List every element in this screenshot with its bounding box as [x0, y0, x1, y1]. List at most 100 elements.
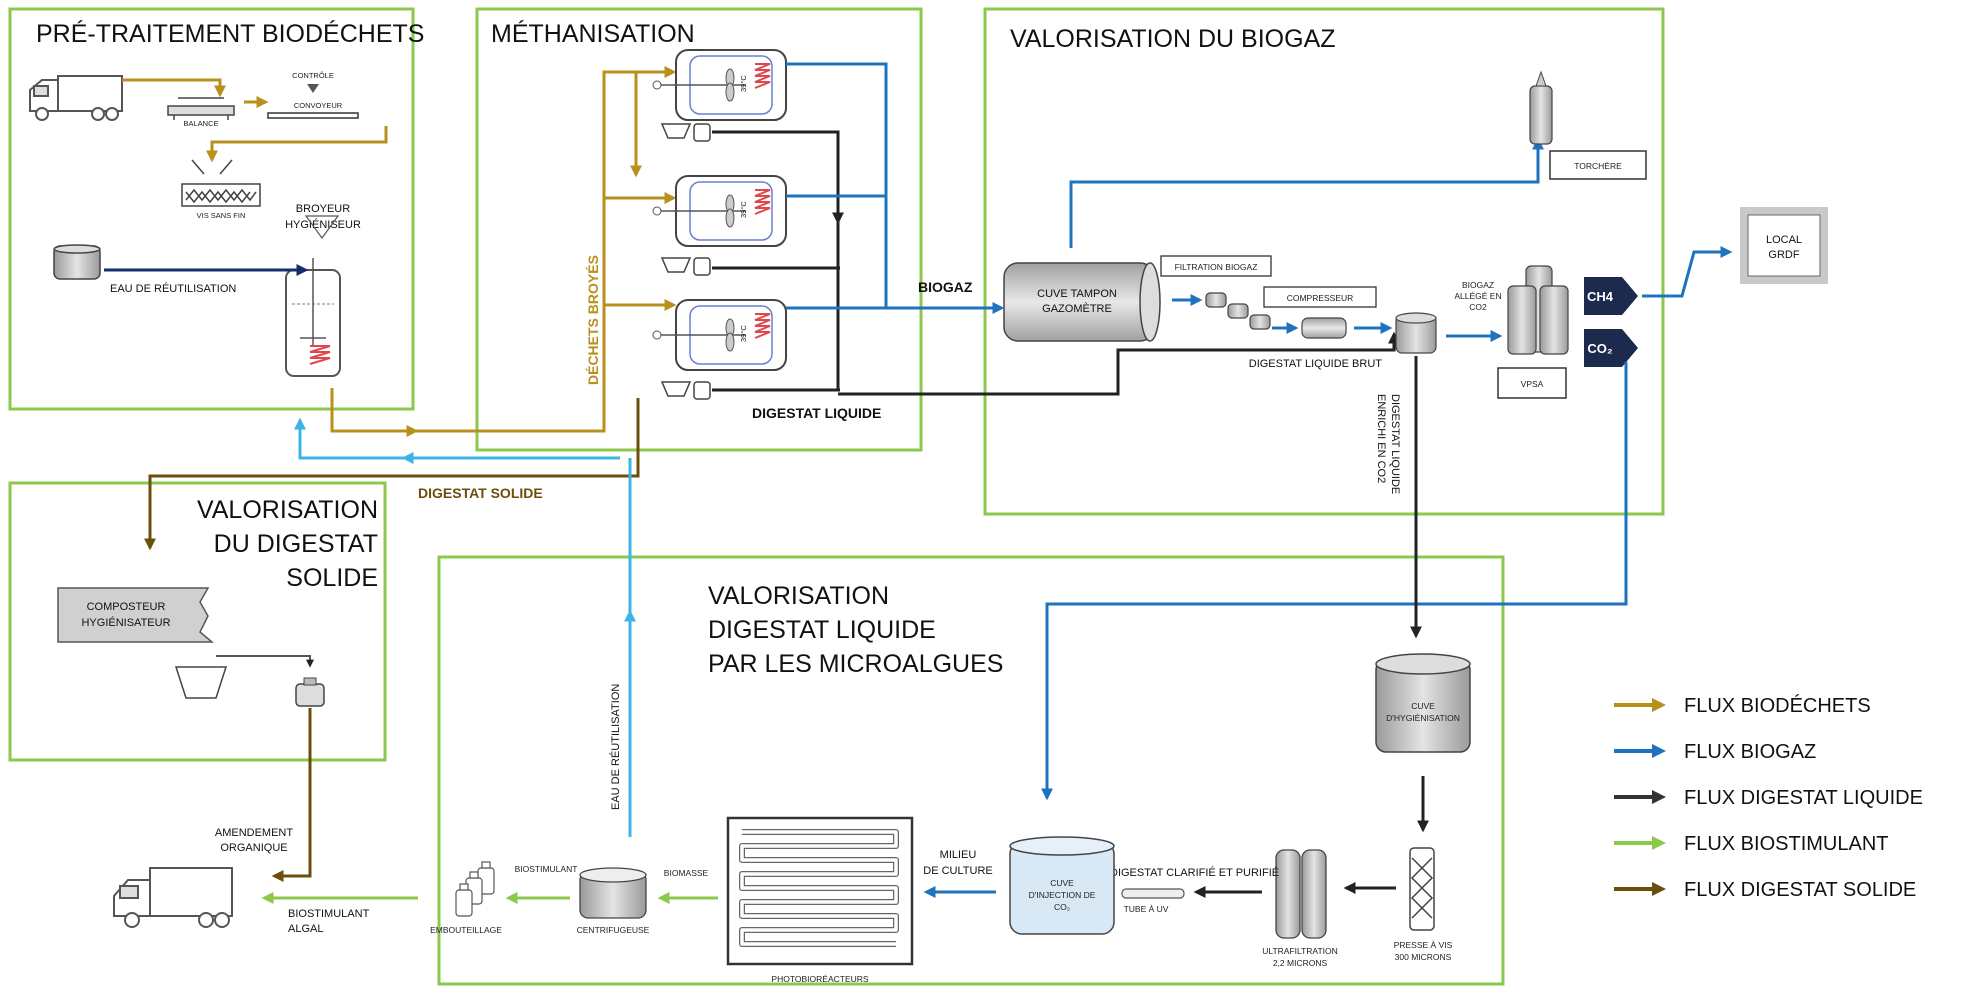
zone-title-solide-3: SOLIDE — [286, 564, 378, 592]
filtration-icons — [1205, 292, 1271, 330]
compresseur-icon — [1301, 317, 1347, 339]
zone-title-valorisation-biogaz: VALORISATION DU BIOGAZ — [1010, 25, 1336, 53]
milieu-label-1: MILIEU — [940, 849, 977, 861]
milieu-label-2: DE CULTURE — [923, 865, 992, 877]
hygieniseur-tank-icon — [285, 258, 341, 377]
controle-label: CONTRÔLE — [292, 71, 334, 80]
amendement-label-1: AMENDEMENT — [215, 827, 294, 839]
legend-arrow-1 — [1652, 744, 1666, 758]
local-grdf-icon — [1740, 207, 1828, 284]
legend-label-3: FLUX BIOSTIMULANT — [1684, 833, 1888, 855]
cuve-hyg-label-1: CUVE — [1411, 701, 1435, 711]
digestat-liquide-label: DIGESTAT LIQUIDE — [752, 405, 881, 421]
zone-title-liquide-1: VALORISATION — [708, 582, 889, 610]
zone-title-liquide-2: DIGESTAT LIQUIDE — [708, 616, 936, 644]
composteur-icon — [57, 587, 215, 643]
local-grdf-label-2: GRDF — [1768, 249, 1799, 261]
digesteur-3-icon — [652, 299, 787, 371]
legend-arrow-0 — [1652, 698, 1666, 712]
tube-uv-label: TUBE À UV — [1124, 904, 1169, 914]
flux-amendement — [271, 708, 312, 882]
composteur-label-2: HYGIÉNISATEUR — [81, 616, 170, 629]
broyeur-label-2: HYGIÉNISEUR — [285, 218, 361, 231]
flux-co2-retour — [1041, 362, 1628, 801]
flux-dechets-broyes-riser — [416, 66, 677, 433]
convoyeur-label: CONVOYEUR — [294, 101, 343, 110]
ch4-label: CH4 — [1587, 289, 1614, 304]
photobioreacteurs-label: PHOTOBIORÉACTEURS — [771, 974, 868, 984]
legend-arrow-3 — [1652, 836, 1666, 850]
digesteur-3-temp: 39°C — [739, 325, 748, 342]
legend-arrow-4 — [1652, 882, 1666, 896]
torchere-box — [1549, 150, 1647, 180]
amendement-label-2: ORGANIQUE — [220, 842, 287, 854]
digesteur-2-temp: 39°C — [739, 201, 748, 218]
separateurs-icons — [660, 123, 711, 400]
digestat-enrichi-label-2: ENRICHI EN CO2 — [1375, 394, 1387, 483]
eau-reutilisation-label: EAU DE RÉUTILISATION — [110, 282, 236, 295]
eau-reutilisation-vertical-label: EAU DE RÉUTILISATION — [609, 684, 622, 810]
compresseur-label: COMPRESSEUR — [1287, 293, 1354, 303]
presse-label-2: 300 MICRONS — [1395, 952, 1452, 962]
ch4-badge: CH4 — [1584, 277, 1638, 315]
legend-label-4: FLUX DIGESTAT SOLIDE — [1684, 879, 1916, 901]
zone-pretraitement — [8, 7, 415, 411]
convoyeur-icon — [267, 112, 359, 119]
sac-icon — [295, 677, 325, 707]
livraison-truck-icon — [113, 867, 233, 928]
zone-title-pretraitement: PRÉ-TRAITEMENT BIODÉCHETS — [36, 19, 424, 48]
laveur-icon — [1395, 312, 1437, 354]
eau-reservoir-icon — [53, 244, 101, 280]
cuve-injection-label-2: D'INJECTION DE — [1029, 890, 1096, 900]
controle-icon — [307, 84, 319, 93]
vpsa-label: VPSA — [1521, 379, 1544, 389]
co2-badge: CO₂ — [1584, 329, 1638, 367]
vis-sans-fin-icon — [181, 159, 261, 207]
ultrafiltration-icon — [1275, 849, 1327, 939]
filtration-biogaz-box — [1160, 255, 1272, 277]
tube-uv-icon — [1121, 888, 1185, 899]
composteur-label-1: COMPOSTEUR — [87, 601, 166, 613]
flux-biogaz-torchere — [1069, 137, 1544, 248]
filtration-biogaz-label: FILTRATION BIOGAZ — [1175, 262, 1258, 272]
cuve-injection-label-3: CO₂ — [1054, 902, 1070, 912]
presse-a-vis-icon — [1409, 847, 1435, 931]
legend-label-2: FLUX DIGESTAT LIQUIDE — [1684, 787, 1923, 809]
biostimulant-algal-label-1: BIOSTIMULANT — [288, 908, 370, 920]
flux-digestat-solide — [144, 398, 640, 551]
biomasse-label: BIOMASSE — [664, 868, 709, 878]
zone-title-liquide-3: PAR LES MICROALGUES — [708, 650, 1003, 678]
digesteur-1-temp: 39°C — [739, 75, 748, 92]
local-grdf-label-1: LOCAL — [1766, 234, 1802, 246]
cuve-injection-label-1: CUVE — [1050, 878, 1074, 888]
flux-digestat-liquide-1 — [712, 130, 844, 225]
torchere-icon — [1529, 70, 1553, 145]
vpsa-box — [1497, 367, 1567, 399]
compresseur-box — [1263, 286, 1377, 308]
zone-valorisation-solide — [8, 481, 387, 762]
cuve-injection-icon — [1009, 836, 1115, 935]
biostimulant-algal-label-2: ALGAL — [288, 923, 323, 935]
balance-label: BALANCE — [183, 119, 218, 128]
hopper-icon — [174, 666, 228, 699]
flux-eau-retour-horizontal — [294, 417, 620, 460]
legend-label-1: FLUX BIOGAZ — [1684, 741, 1816, 763]
vpsa-icon — [1507, 265, 1569, 355]
dechets-broyes-label: DÉCHETS BROYÉS — [585, 255, 601, 385]
digestat-clarifie-label: DIGESTAT CLARIFIÉ ET PURIFIÉ — [1110, 866, 1279, 879]
ultrafiltration-label-2: 2,2 MICRONS — [1273, 958, 1328, 968]
zone-title-solide-2: DU DIGESTAT — [214, 530, 378, 558]
zone-title-methanisation: MÉTHANISATION — [491, 19, 695, 48]
presse-label-1: PRESSE À VIS — [1394, 940, 1453, 950]
digesteur-2-icon — [652, 175, 787, 247]
digestat-liquide-brut-label: DIGESTAT LIQUIDE BRUT — [1249, 358, 1383, 370]
embouteillage-label: EMBOUTEILLAGE — [430, 925, 502, 935]
cuve-hyg-label-2: D'HYGIÉNISATION — [1386, 713, 1460, 723]
flux-dechets-broyes — [330, 388, 419, 437]
co2-label: CO₂ — [1587, 341, 1613, 356]
zone-methanisation — [475, 7, 923, 452]
broyeur-funnel-icon — [304, 215, 340, 240]
